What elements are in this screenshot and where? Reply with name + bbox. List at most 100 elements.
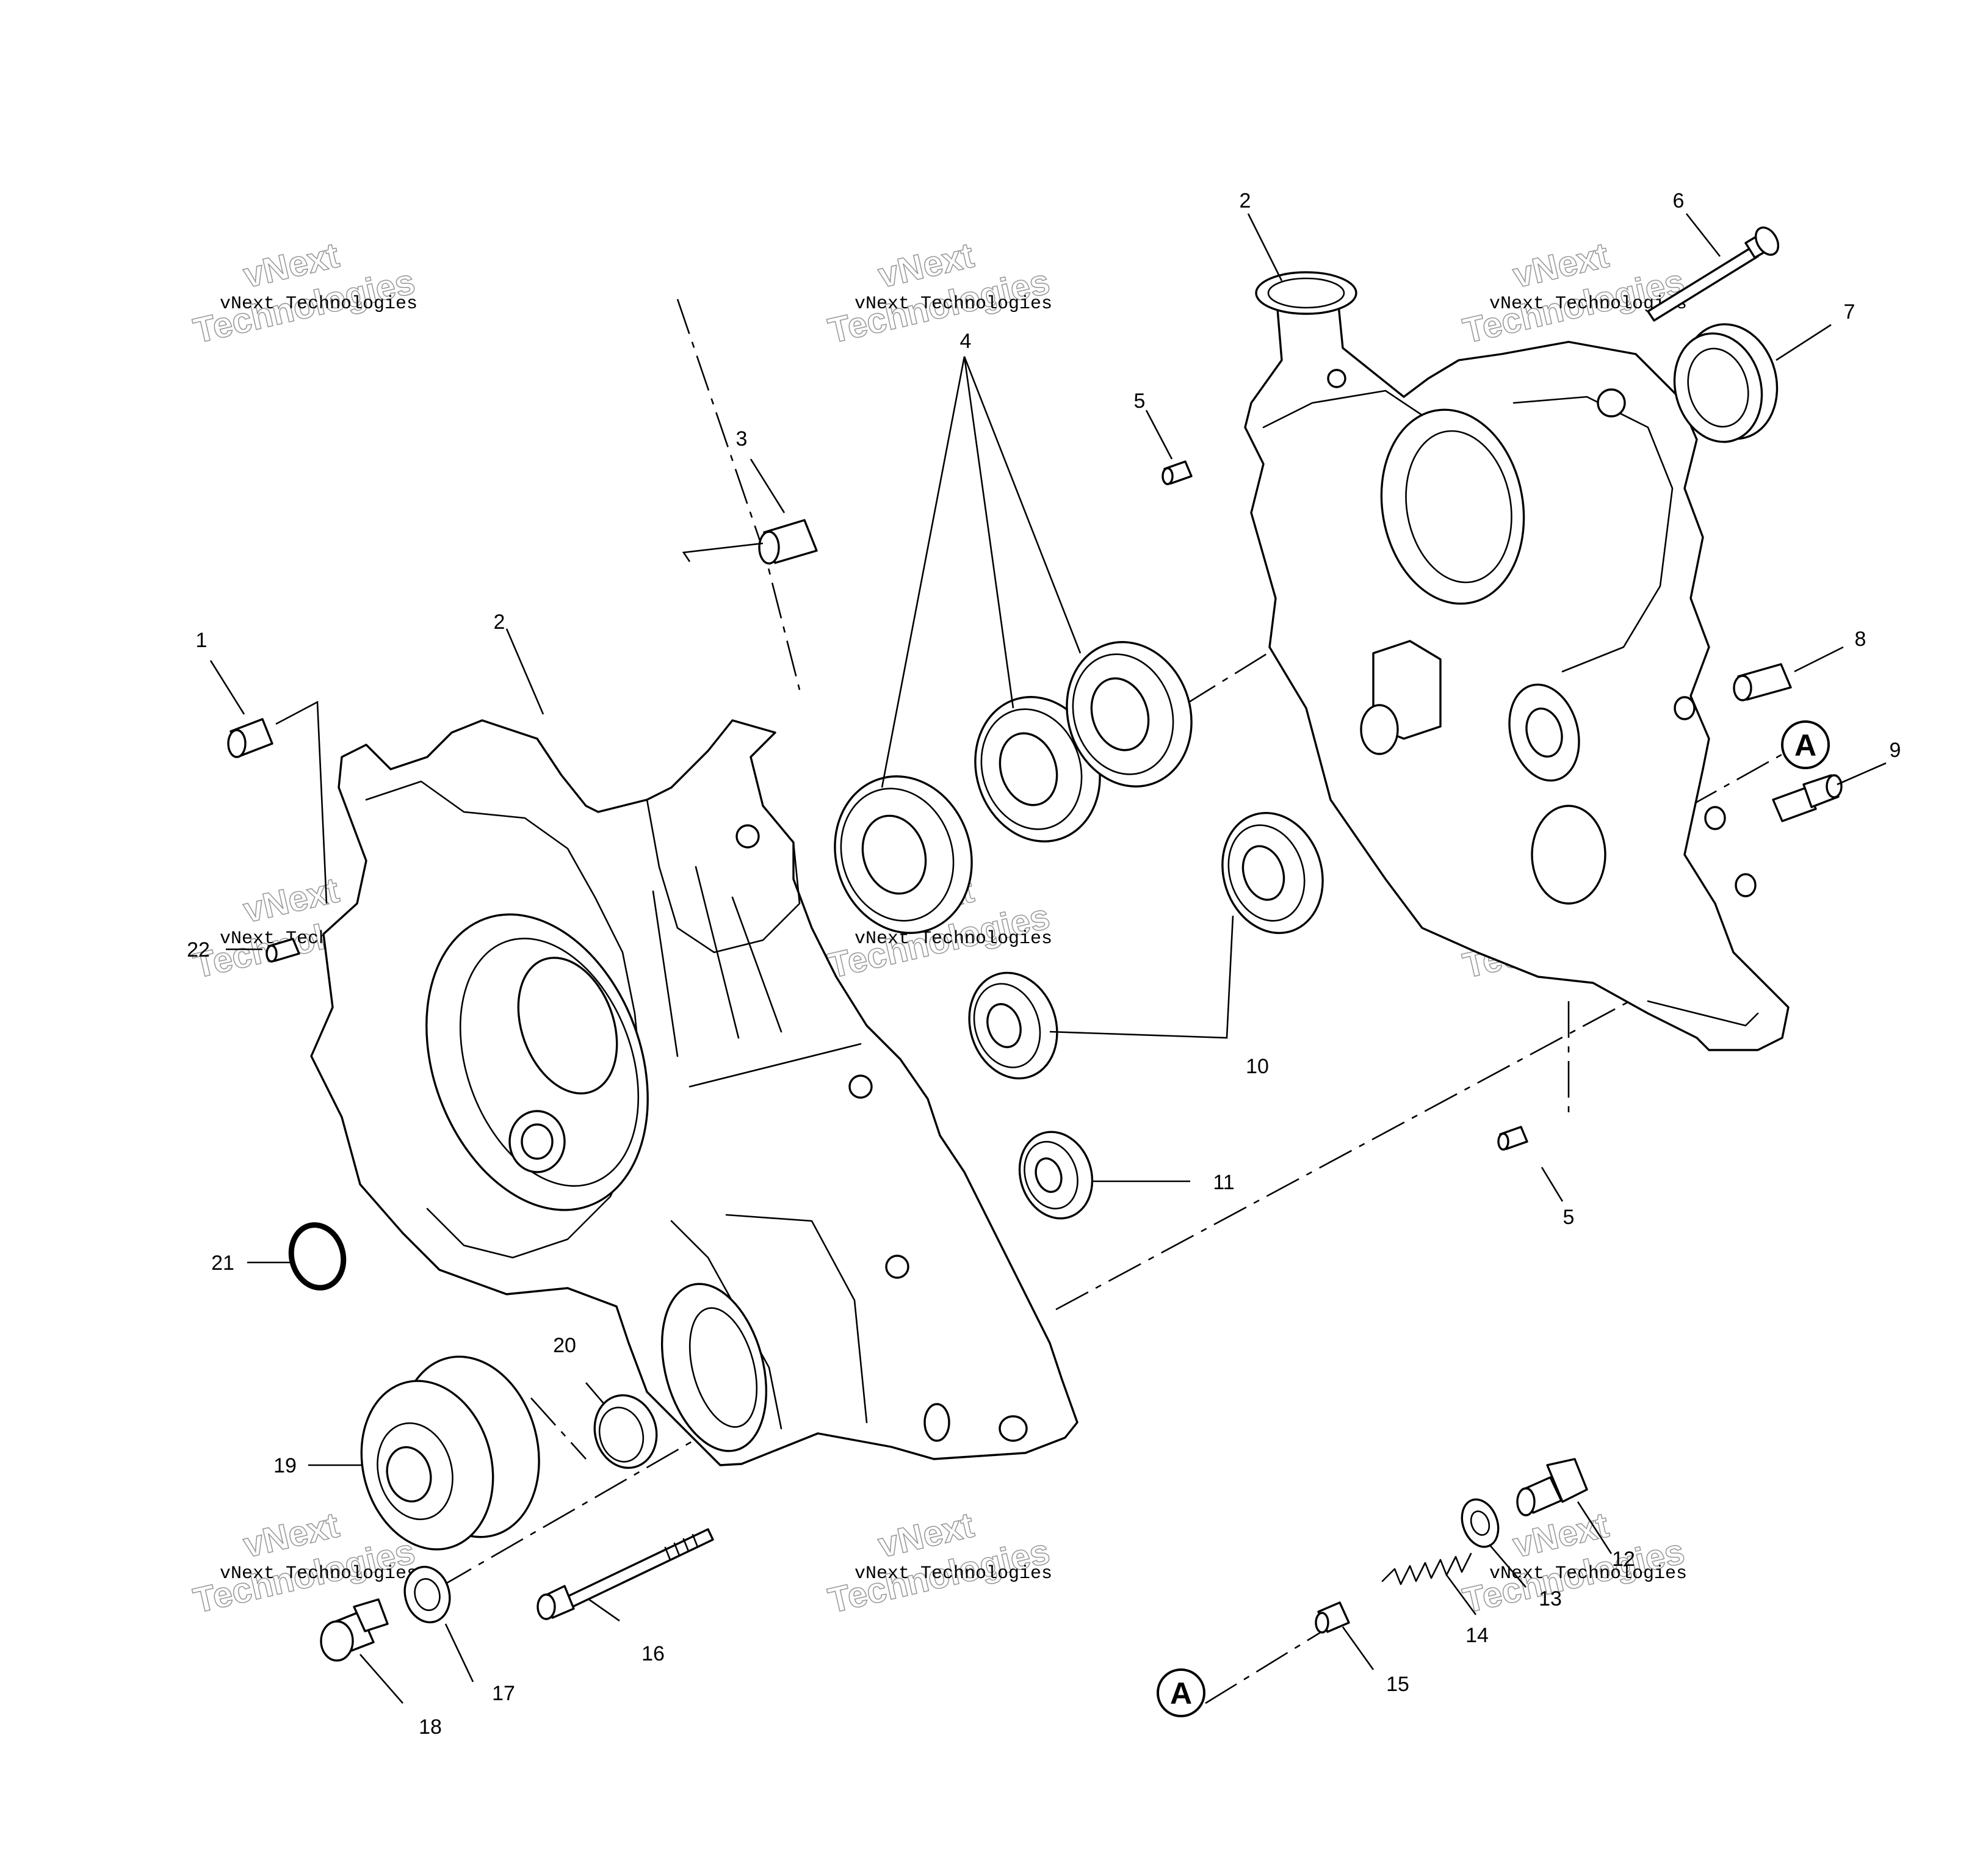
callout-5: 5	[1563, 1206, 1575, 1229]
left-case-dowel-hole	[735, 824, 760, 849]
part-4-bearing	[974, 696, 1101, 842]
part-15-plunger	[1315, 1601, 1350, 1634]
right-case-bolt-hole	[1674, 696, 1696, 720]
part-19-filter-cover	[360, 1355, 540, 1551]
part-6-bolt	[1647, 226, 1780, 322]
right-case-cylinder-flange	[1512, 396, 1674, 673]
callout-2: 2	[494, 610, 505, 634]
callout-1: 1	[196, 629, 208, 652]
right-case-outline	[1244, 286, 1790, 1051]
right-case-foot	[1647, 1000, 1759, 1027]
part-22-dowel	[266, 938, 300, 963]
callout-17: 17	[492, 1682, 515, 1705]
callout-16: 16	[641, 1642, 665, 1665]
svg-text:vNext Technologies: vNext Technologies	[220, 1563, 417, 1584]
axis-ref-a	[1205, 1629, 1325, 1704]
right-case-shaft-hole	[1525, 707, 1563, 758]
callout-11: 11	[1213, 1171, 1234, 1194]
axis-seal-20	[530, 1397, 587, 1460]
part-17-washer	[403, 1565, 451, 1624]
part-1-collar	[227, 718, 273, 758]
left-case-bolt-hole	[848, 1074, 873, 1099]
left-case-outline	[310, 719, 1078, 1466]
callout-8: 8	[1855, 628, 1866, 651]
right-case-bolt-hole	[1327, 369, 1346, 388]
reference-mark-a: A	[1781, 720, 1830, 769]
reference-mark-a: A	[1157, 1668, 1205, 1717]
callout-18: 18	[419, 1715, 442, 1739]
svg-text:A: A	[1170, 1676, 1192, 1711]
callout-19: 19	[273, 1454, 297, 1477]
callout-21: 21	[211, 1251, 234, 1275]
reference-marks: A A	[1157, 720, 1830, 1717]
callout-20: 20	[553, 1334, 576, 1357]
right-crankcase-half	[1244, 271, 1790, 1051]
left-case-crank-boss-inner	[459, 938, 640, 1187]
part-9-fitting	[1772, 774, 1843, 822]
right-case-breather-bore	[1267, 277, 1345, 309]
callout-4: 4	[960, 330, 972, 353]
part-20-seal	[593, 1394, 658, 1469]
svg-text:vNext Technologies: vNext Technologies	[1489, 1563, 1687, 1584]
callout-7: 7	[1844, 300, 1855, 324]
right-case-bolt-hole	[1704, 806, 1726, 830]
watermark: vNext Technologies vNext Technologies	[189, 235, 419, 352]
svg-text:vNext Technologies: vNext Technologies	[854, 1563, 1052, 1584]
part-7-oil-seal	[1673, 323, 1779, 443]
left-case-crank-bore	[517, 957, 618, 1095]
left-case-flange	[365, 780, 642, 1259]
svg-text:A: A	[1794, 728, 1816, 762]
part-4-bearing	[1066, 641, 1193, 788]
leader-lines	[209, 213, 1887, 1704]
right-case-bolt-hole	[1735, 873, 1757, 897]
callout-2: 2	[1240, 189, 1251, 212]
watermark: vNext Technologies vNext Technologies	[824, 235, 1053, 352]
left-case-mount-boss	[923, 1403, 950, 1442]
part-13-washer	[1461, 1498, 1500, 1548]
part-8-pin	[1733, 663, 1792, 701]
loose-parts	[227, 226, 1843, 1662]
callout-5: 5	[1134, 389, 1146, 413]
left-case-lower-bore-inner	[688, 1307, 758, 1428]
part-18-drain-plug	[320, 1598, 389, 1662]
right-case-oil-passage	[1531, 805, 1606, 905]
part-10-bearing	[1221, 812, 1324, 934]
callout-10: 10	[1246, 1055, 1269, 1078]
left-case-mount-hole	[999, 1415, 1028, 1442]
right-case-bearing-boss	[1380, 408, 1525, 605]
part-5-dowel	[1162, 460, 1193, 485]
watermark: vNext Technologies vNext Technologies	[824, 1505, 1053, 1621]
part-5-dowel	[1497, 1126, 1528, 1151]
left-case-ribs	[652, 866, 862, 1088]
left-case-rib	[646, 799, 801, 954]
left-case-bolt-hole	[885, 1255, 909, 1279]
callout-15: 15	[1386, 1673, 1409, 1696]
axis-fitting-9	[1684, 750, 1789, 810]
axis-dowel-3	[676, 299, 801, 690]
left-case-lower-bore	[660, 1283, 768, 1452]
callout-12: 12	[1612, 1548, 1635, 1571]
right-case-bolt-hole	[1597, 388, 1626, 418]
callout-13: 13	[1539, 1587, 1562, 1610]
part-11-bearing	[1018, 1131, 1094, 1220]
left-case-shaft-hole	[521, 1123, 554, 1160]
part-16-bolt	[537, 1528, 714, 1620]
svg-text:vNext Technologies: vNext Technologies	[854, 294, 1052, 314]
part-14-spring	[1381, 1552, 1472, 1585]
left-crankcase-half	[310, 719, 1078, 1466]
callout-14: 14	[1465, 1624, 1489, 1647]
callout-22: 22	[187, 938, 210, 962]
svg-text:vNext Technologies: vNext Technologies	[220, 294, 417, 314]
part-10-bearing	[968, 971, 1058, 1080]
part-4-bearing	[834, 775, 973, 934]
part-21-o-ring	[288, 1222, 347, 1291]
right-case-stud-end	[1360, 704, 1399, 755]
callout-9: 9	[1890, 739, 1901, 762]
part-3-bushing	[758, 519, 818, 565]
part-12-plug	[1516, 1458, 1588, 1516]
callout-3: 3	[736, 427, 748, 451]
svg-text:vNext Technologies: vNext Technologies	[854, 929, 1052, 949]
callout-6: 6	[1673, 189, 1685, 212]
callouts: 1 2 2 3 4 5 5 6 7 8 9 10 11 12 13 14 15 …	[187, 189, 1901, 1739]
